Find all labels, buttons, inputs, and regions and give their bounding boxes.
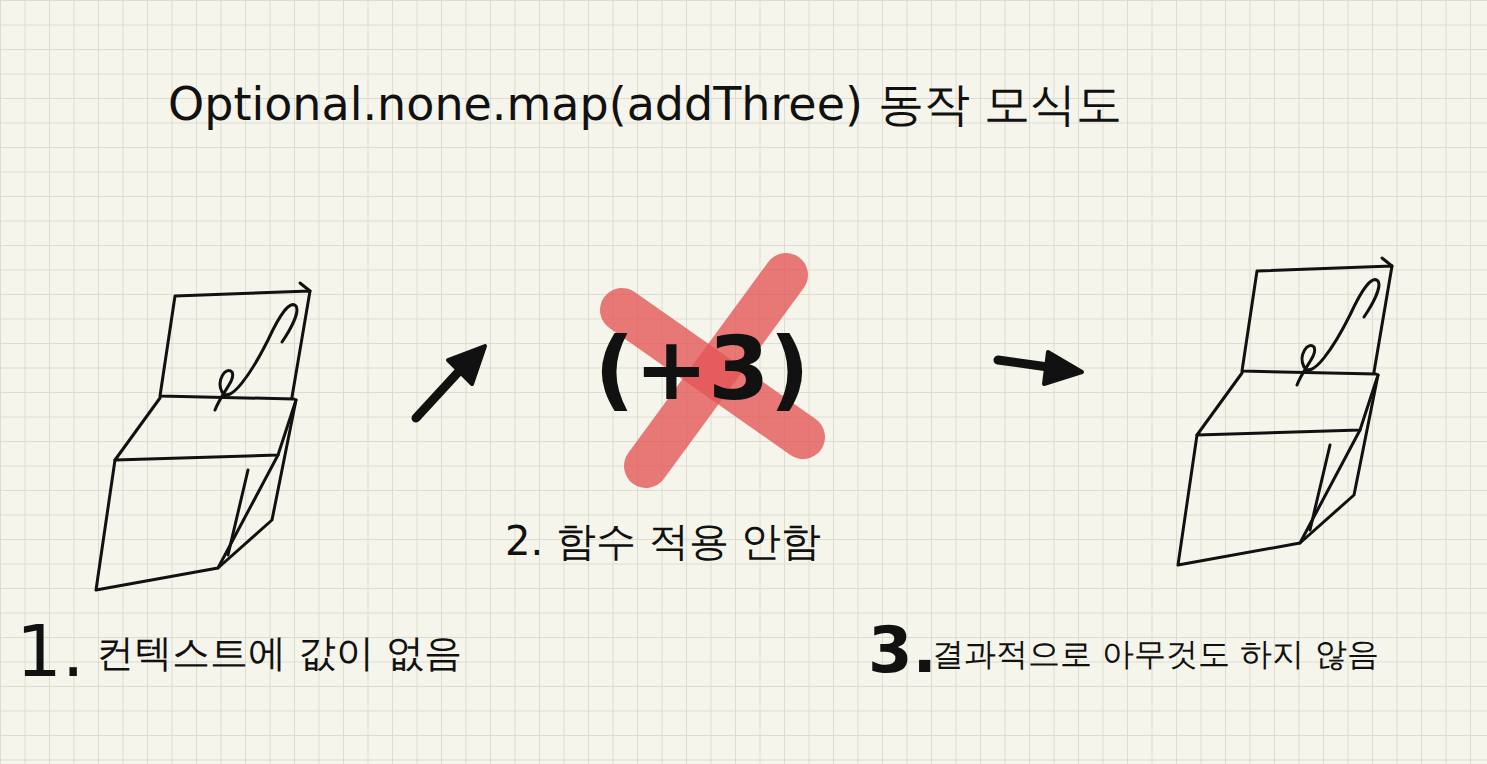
callout-number: 1. <box>16 610 85 693</box>
step-caption: 2. 함수 적용 안함 <box>505 518 821 564</box>
arrowhead <box>448 346 485 384</box>
function-label: (+3) <box>594 318 809 419</box>
arrowhead <box>1044 352 1082 384</box>
step-caption: 결과적으로 아무것도 하지 않음 <box>932 636 1379 673</box>
arrow <box>416 368 462 418</box>
diagram-title: Optional.none.map(addThree) 동작 모식도 <box>168 78 1122 131</box>
step-caption: 컨텍스트에 값이 없음 <box>96 632 462 676</box>
callout-number: 3. <box>868 614 937 688</box>
empty-box <box>1178 258 1392 565</box>
empty-box <box>96 283 310 590</box>
